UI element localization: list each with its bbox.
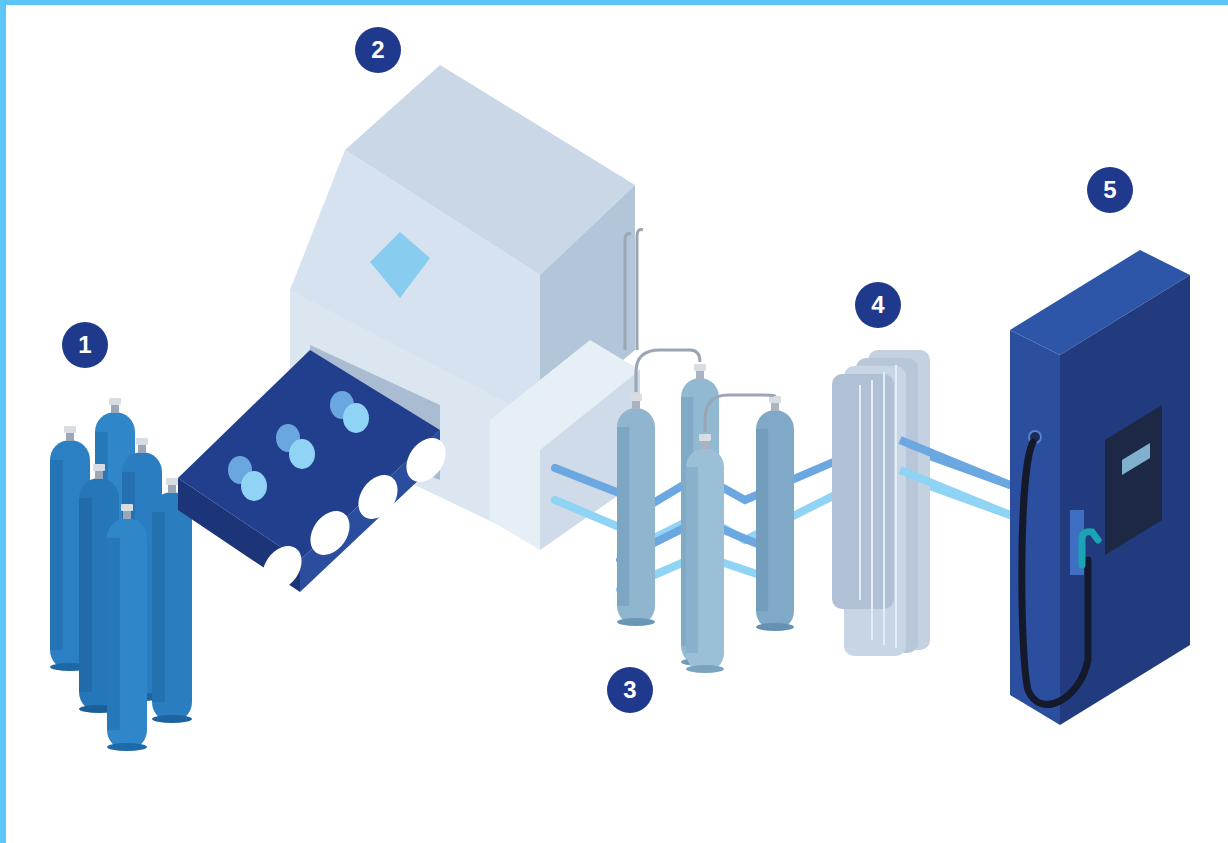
gas-cylinders-part-part (50, 460, 63, 650)
gas-cylinders-part-part (95, 470, 103, 479)
storage-tanks (617, 350, 794, 673)
gas-cylinders-part-part (107, 743, 147, 751)
gas-cylinders-part-part (79, 498, 92, 692)
hydrogen-dispenser-part (1082, 532, 1098, 565)
storage-tanks-part-part (630, 394, 642, 401)
gas-cylinders-part-part (64, 426, 76, 433)
callout-number: 2 (355, 27, 401, 73)
gas-cylinders-part-part (66, 432, 74, 441)
storage-tanks-part-part (701, 440, 709, 449)
gas-cylinders-part-part (107, 518, 147, 750)
conveyor-belt-part-part (302, 504, 357, 563)
conveyor-belt-part (254, 431, 453, 598)
fuel-cell-plates-part (860, 365, 896, 648)
storage-tanks-part-part (617, 427, 629, 606)
conveyor-belt (178, 350, 454, 597)
gas-cylinders-part-part (138, 444, 146, 453)
callout-number: 4 (855, 282, 901, 328)
gas-cylinders-part-part (111, 404, 119, 413)
gas-cylinders-part (107, 504, 147, 751)
storage-tanks-part (756, 396, 794, 631)
storage-tanks-part-part (694, 364, 706, 371)
fuel-cell-plates-part-part (895, 365, 897, 648)
gas-cylinders-part-part (166, 478, 178, 485)
fuel-cell-plates-part-part (859, 385, 861, 600)
fuel-cell-plates (832, 350, 1010, 656)
frame-border (0, 0, 1228, 5)
storage-tanks-part-part (632, 400, 640, 409)
hydrogen-dispenser-part (1122, 443, 1150, 475)
storage-tanks-part (636, 350, 700, 392)
frame-border (0, 0, 6, 843)
conveyor-belt-part-part (343, 403, 369, 433)
storage-tanks-part-part (769, 396, 781, 403)
fuel-cell-plates-part-part (871, 380, 873, 640)
gas-cylinders (50, 398, 192, 751)
gas-cylinders-part-part (93, 464, 105, 471)
gas-cylinders-part-part (121, 504, 133, 511)
conveyor-belt-part-part (289, 439, 315, 469)
production-machine-part (625, 230, 643, 350)
storage-tanks-part-part (686, 665, 724, 673)
storage-tanks-part-part (696, 370, 704, 379)
storage-tanks-part-part (771, 402, 779, 411)
callout-number: 1 (62, 322, 108, 368)
gas-cylinders-part-part (107, 538, 120, 730)
storage-tanks-part-part (617, 618, 655, 626)
storage-tanks-part-part (699, 434, 711, 441)
callout-number: 5 (1087, 167, 1133, 213)
hydrogen-dispenser-part (1060, 275, 1190, 725)
hydrogen-dispenser (1010, 250, 1190, 725)
gas-cylinders-part-part (152, 492, 192, 722)
hydrogen-dispenser-part (1105, 405, 1162, 555)
conveyor-belt-part-part (350, 468, 405, 527)
conveyor-belt-part-part (398, 431, 453, 490)
gas-cylinders-part-part (168, 484, 176, 493)
storage-tanks-part-part (756, 429, 768, 611)
gas-cylinders-part-part (152, 512, 165, 702)
storage-tanks-part-part (756, 623, 794, 631)
hydrogen-dispenser-part (1022, 442, 1088, 704)
gas-cylinders-part-part (136, 438, 148, 445)
callout-number: 3 (607, 667, 653, 713)
storage-tanks-part (617, 394, 655, 626)
conveyor-belt-part-part (241, 471, 267, 501)
storage-tanks-part-part (686, 448, 724, 672)
conveyor-belt-part-part (254, 539, 309, 598)
storage-tanks-part-part (617, 408, 655, 625)
fuel-cell-plates-part (900, 470, 1010, 515)
storage-tanks-part (686, 434, 724, 673)
hydrogen-dispenser-part (1010, 330, 1060, 725)
gas-cylinders-part-part (109, 398, 121, 405)
conveyor-belt-part (228, 391, 369, 501)
storage-tanks-part (705, 395, 775, 432)
gas-cylinders-part-part (123, 510, 131, 519)
fuel-cell-plates-part-part (883, 372, 885, 645)
storage-tanks-part-part (686, 467, 698, 653)
production-machine-part (370, 232, 430, 298)
storage-tanks-part-part (756, 410, 794, 630)
gas-cylinders-part-part (152, 715, 192, 723)
